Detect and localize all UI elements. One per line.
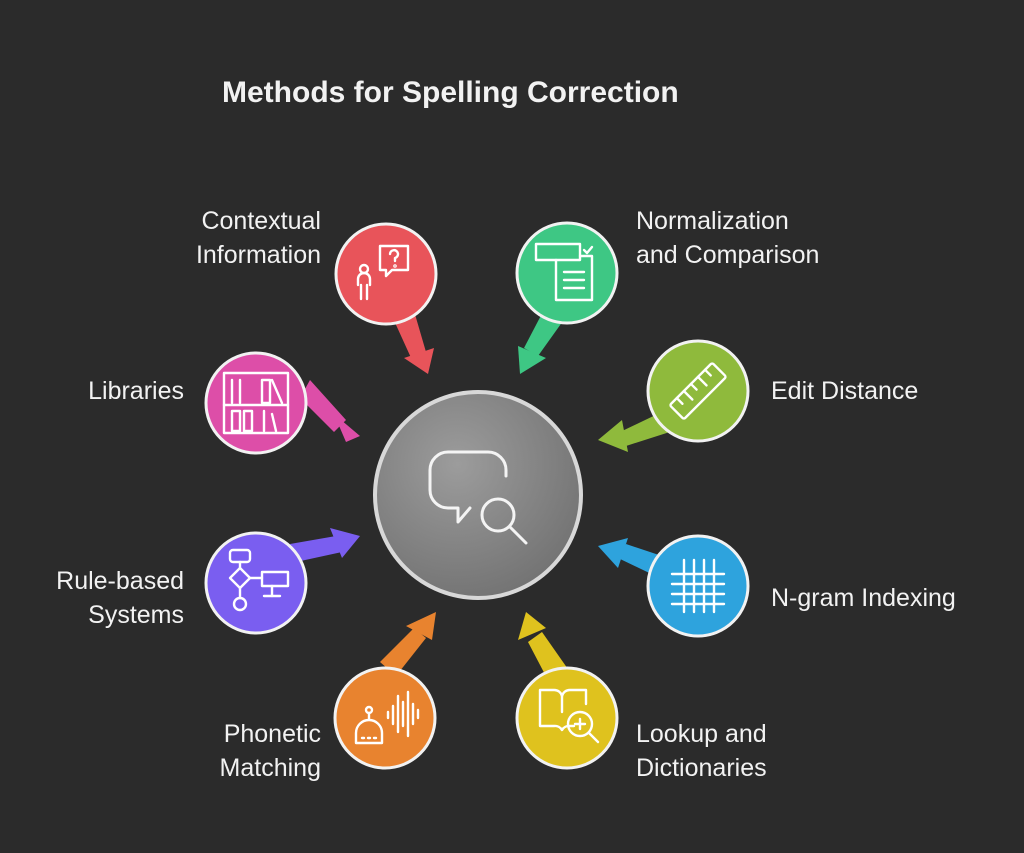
arrow-rule-based-systems — [290, 528, 360, 562]
label-line: Rule-based — [56, 567, 184, 595]
robot-soundwave-icon — [354, 690, 420, 745]
label-line: Contextual — [201, 207, 321, 235]
ruler-icon — [669, 362, 727, 420]
book-search-icon — [538, 688, 600, 744]
bookshelf-icon — [222, 371, 290, 435]
grid-icon — [670, 558, 726, 614]
label-line: Dictionaries — [636, 754, 767, 782]
label-line: Systems — [88, 601, 184, 629]
label-line: Libraries — [88, 377, 184, 405]
label-line: Matching — [219, 754, 321, 782]
label-libraries: Libraries — [88, 374, 184, 408]
method-rule-based-systems — [204, 531, 308, 635]
flowchart-icon — [228, 548, 290, 612]
label-line: and Comparison — [636, 241, 820, 269]
method-n-gram-indexing — [646, 534, 750, 638]
speech-bubble-search-icon — [428, 450, 528, 545]
label-line: Phonetic — [223, 720, 321, 748]
label-line: N-gram Indexing — [771, 584, 956, 612]
arrow-libraries — [300, 380, 360, 442]
label-line: Normalization — [636, 207, 789, 235]
document-check-icon — [534, 242, 594, 302]
method-normalization-comparison — [515, 221, 619, 325]
method-libraries — [204, 351, 308, 455]
method-lookup-dictionaries — [515, 666, 619, 770]
center-hub — [373, 390, 583, 600]
arrow-phonetic-matching — [380, 612, 436, 676]
label-rule-based-systems: Rule-based Systems — [56, 564, 184, 632]
label-n-gram-indexing: N-gram Indexing — [771, 581, 956, 615]
method-phonetic-matching — [333, 666, 437, 770]
method-contextual-information — [334, 222, 438, 326]
label-line: Information — [195, 241, 321, 269]
label-line: Lookup and — [636, 720, 767, 748]
label-lookup-dictionaries: Lookup and Dictionaries — [636, 717, 767, 785]
person-question-icon — [356, 244, 410, 301]
label-normalization-comparison: Normalization and Comparison — [636, 204, 819, 272]
label-line: Edit Distance — [771, 377, 919, 405]
label-phonetic-matching: Phonetic Matching — [220, 717, 321, 785]
label-contextual-information: Contextual Information — [196, 204, 321, 272]
diagram-title: Methods for Spelling Correction — [222, 76, 679, 109]
label-edit-distance: Edit Distance — [771, 374, 918, 408]
method-edit-distance — [646, 339, 750, 443]
